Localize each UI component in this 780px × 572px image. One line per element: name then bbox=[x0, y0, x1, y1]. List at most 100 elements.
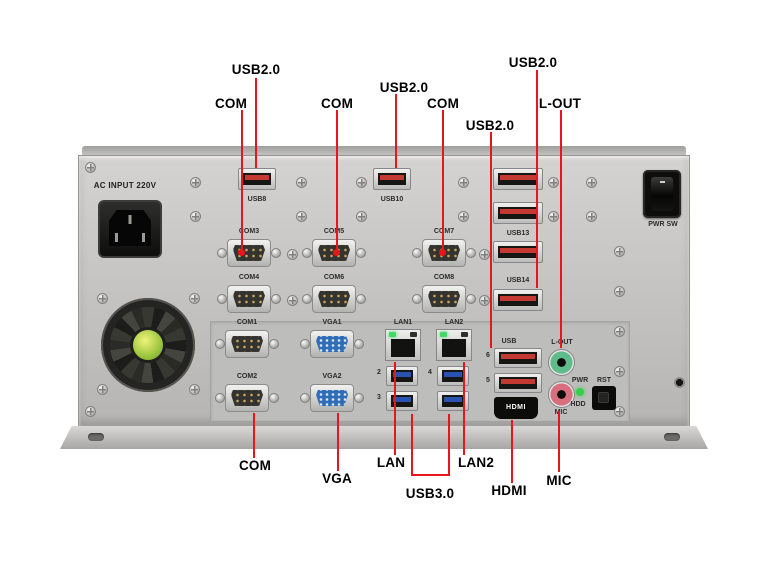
dsub-screw-post bbox=[466, 294, 476, 304]
usb3-port-2 bbox=[386, 366, 418, 386]
lan-led-off bbox=[410, 332, 417, 337]
usb14-port bbox=[493, 289, 543, 311]
leader-dot bbox=[238, 249, 245, 256]
reset-button bbox=[592, 386, 616, 410]
rst-label: RST bbox=[597, 377, 611, 384]
usb3-number-4: 4 bbox=[428, 369, 432, 376]
usb-tongue bbox=[500, 209, 536, 214]
usb-slot bbox=[498, 246, 538, 258]
com3-port bbox=[217, 238, 281, 268]
mounting-hole bbox=[664, 433, 680, 441]
com1-label: COM1 bbox=[236, 319, 258, 326]
com6-port bbox=[302, 284, 366, 314]
com2-label: COM2 bbox=[236, 373, 258, 380]
usb13-port bbox=[493, 241, 543, 263]
dsub-pins bbox=[318, 291, 350, 307]
usb-slot bbox=[498, 294, 538, 306]
com6-label: COM6 bbox=[323, 274, 345, 281]
screw bbox=[614, 406, 625, 417]
usb-tongue bbox=[245, 175, 269, 180]
usb-port-right-1 bbox=[493, 168, 543, 190]
screw bbox=[189, 293, 200, 304]
usb-port-right-2 bbox=[493, 202, 543, 224]
usb-tongue bbox=[393, 397, 411, 402]
usb-slot bbox=[498, 173, 538, 185]
dsub-pins bbox=[316, 390, 348, 406]
leader-line bbox=[337, 413, 339, 471]
lan-led-off bbox=[461, 332, 468, 337]
rj45-socket bbox=[391, 339, 415, 357]
leader-line bbox=[255, 78, 257, 168]
com4-port bbox=[217, 284, 281, 314]
usb-slot bbox=[442, 370, 464, 382]
dsub-pins bbox=[428, 291, 460, 307]
callout-com-1: COM bbox=[214, 96, 248, 111]
com5-label: COM5 bbox=[323, 228, 345, 235]
leader-line bbox=[253, 413, 255, 458]
mounting-flange bbox=[60, 426, 708, 449]
rocker bbox=[651, 177, 673, 211]
hdmi-port: HDMI bbox=[494, 397, 538, 419]
usb3-port-3 bbox=[386, 391, 418, 411]
leader-line bbox=[442, 110, 444, 252]
usb-tongue bbox=[380, 175, 404, 180]
dsub-screw-post bbox=[217, 294, 227, 304]
rj45-socket bbox=[442, 339, 466, 357]
screw bbox=[190, 211, 201, 222]
power-led bbox=[576, 388, 584, 396]
usb-tongue bbox=[501, 354, 535, 359]
callout-usb20-4: USB2.0 bbox=[508, 55, 558, 70]
dsub-screw-post bbox=[354, 393, 364, 403]
usb3-number-2: 2 bbox=[377, 369, 381, 376]
pwr-label: PWR bbox=[571, 377, 589, 384]
mic-label: MIC bbox=[554, 409, 568, 416]
line-out-jack bbox=[548, 349, 575, 376]
screw bbox=[287, 295, 298, 306]
leader-line bbox=[560, 110, 562, 348]
callout-mic: MIC bbox=[546, 473, 572, 488]
usb10-label: USB10 bbox=[380, 196, 404, 203]
ac-pin bbox=[115, 233, 118, 242]
callout-usb20-1: USB2.0 bbox=[231, 62, 281, 77]
screw bbox=[614, 286, 625, 297]
callout-com-2: COM bbox=[320, 96, 354, 111]
com2-port bbox=[215, 383, 279, 413]
leader-line bbox=[411, 414, 413, 476]
screw bbox=[85, 406, 96, 417]
dsub-screw-post bbox=[356, 294, 366, 304]
callout-lout: L-OUT bbox=[538, 96, 582, 111]
usb-slot bbox=[391, 395, 413, 407]
dsub-screw-post bbox=[354, 339, 364, 349]
usb-slot bbox=[499, 352, 537, 364]
com1-port bbox=[215, 329, 279, 359]
screw bbox=[614, 366, 625, 377]
usb-tongue bbox=[393, 372, 411, 377]
dsub-pins bbox=[231, 390, 263, 406]
ac-power-inlet bbox=[98, 200, 162, 258]
vga2-label: VGA2 bbox=[322, 373, 342, 380]
usb-tongue bbox=[501, 379, 535, 384]
dsub-screw-post bbox=[412, 294, 422, 304]
power-rocker-switch bbox=[643, 170, 681, 218]
chassis-top-edge bbox=[82, 146, 686, 157]
usb3-port-b2 bbox=[437, 391, 469, 411]
callout-com-4: COM bbox=[238, 458, 272, 473]
screw bbox=[356, 177, 367, 188]
dsub-screw-post bbox=[300, 339, 310, 349]
leader-dot bbox=[439, 249, 446, 256]
screw bbox=[548, 177, 559, 188]
switch-on-mark bbox=[660, 181, 665, 183]
dsub-pins bbox=[316, 336, 348, 352]
mounting-hole bbox=[88, 433, 104, 441]
usb-group-label: USB bbox=[501, 338, 517, 345]
screw bbox=[287, 249, 298, 260]
dsub-screw-post bbox=[356, 248, 366, 258]
com4-label: COM4 bbox=[238, 274, 260, 281]
lan-led-green bbox=[440, 332, 447, 337]
dsub-screw-post bbox=[412, 248, 422, 258]
screw bbox=[548, 211, 559, 222]
dsub-screw-post bbox=[271, 248, 281, 258]
screw bbox=[189, 384, 200, 395]
dsub-screw-post bbox=[269, 339, 279, 349]
usb-tongue bbox=[500, 248, 536, 253]
